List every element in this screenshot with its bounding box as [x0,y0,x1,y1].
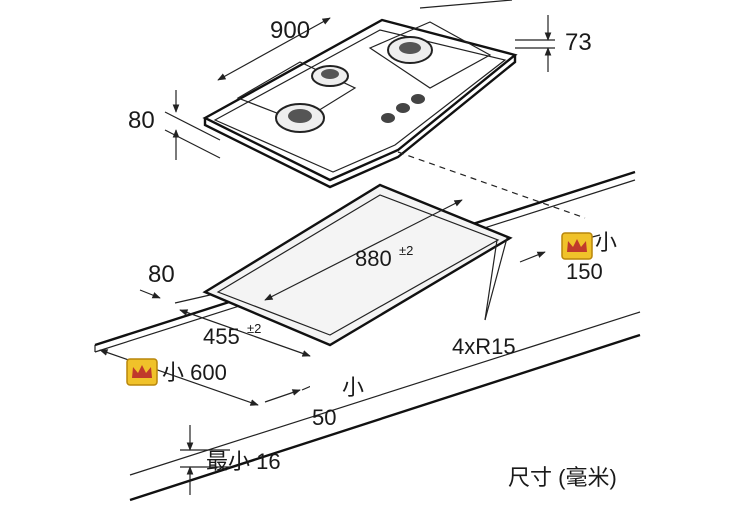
dim-hob-width: 900 [270,17,310,44]
dim-min-50-value: 50 [312,405,336,430]
dim-cutout-depth-tol: ±2 [247,321,261,336]
dim-min-rear-value: 150 [566,259,603,284]
dim-min-50-label: 小 [342,375,364,400]
dim-hob-depth: 73 [565,29,592,56]
knob-3 [411,94,425,104]
dim-corner-radius: 4xR15 [452,334,516,359]
badge-mask [310,365,338,393]
crown-badge-icon [126,358,158,386]
dim-min-thickness: 最小 16 [206,449,281,474]
hob-drawing [164,0,586,219]
dim-cutout-depth: 455 [203,324,240,349]
dim-cutout-width: 880 [355,246,392,271]
burner-large-front-cap [288,109,312,123]
dim-side-clearance: 80 [148,261,175,288]
dim-hob-height: 80 [128,107,155,134]
knob-2 [396,103,410,113]
hob-inner-outline [213,29,507,173]
hob-top-outline [202,18,518,182]
burner-large-rear-cap [399,42,421,54]
hob-side-edge [203,55,517,189]
burner-small-cap [321,69,339,79]
knob-1 [381,113,395,123]
crown-badge-icon [561,232,593,260]
worktop-drawing [94,170,641,502]
dim-min-rear-label: 小 [595,230,617,255]
grid-right [368,21,492,89]
units-label: 尺寸 (毫米) [508,465,617,490]
dim-cutout-width-tol: ±2 [399,243,413,258]
worktop-front-edge [129,333,641,502]
dim-min-front: 小 600 [162,360,227,385]
